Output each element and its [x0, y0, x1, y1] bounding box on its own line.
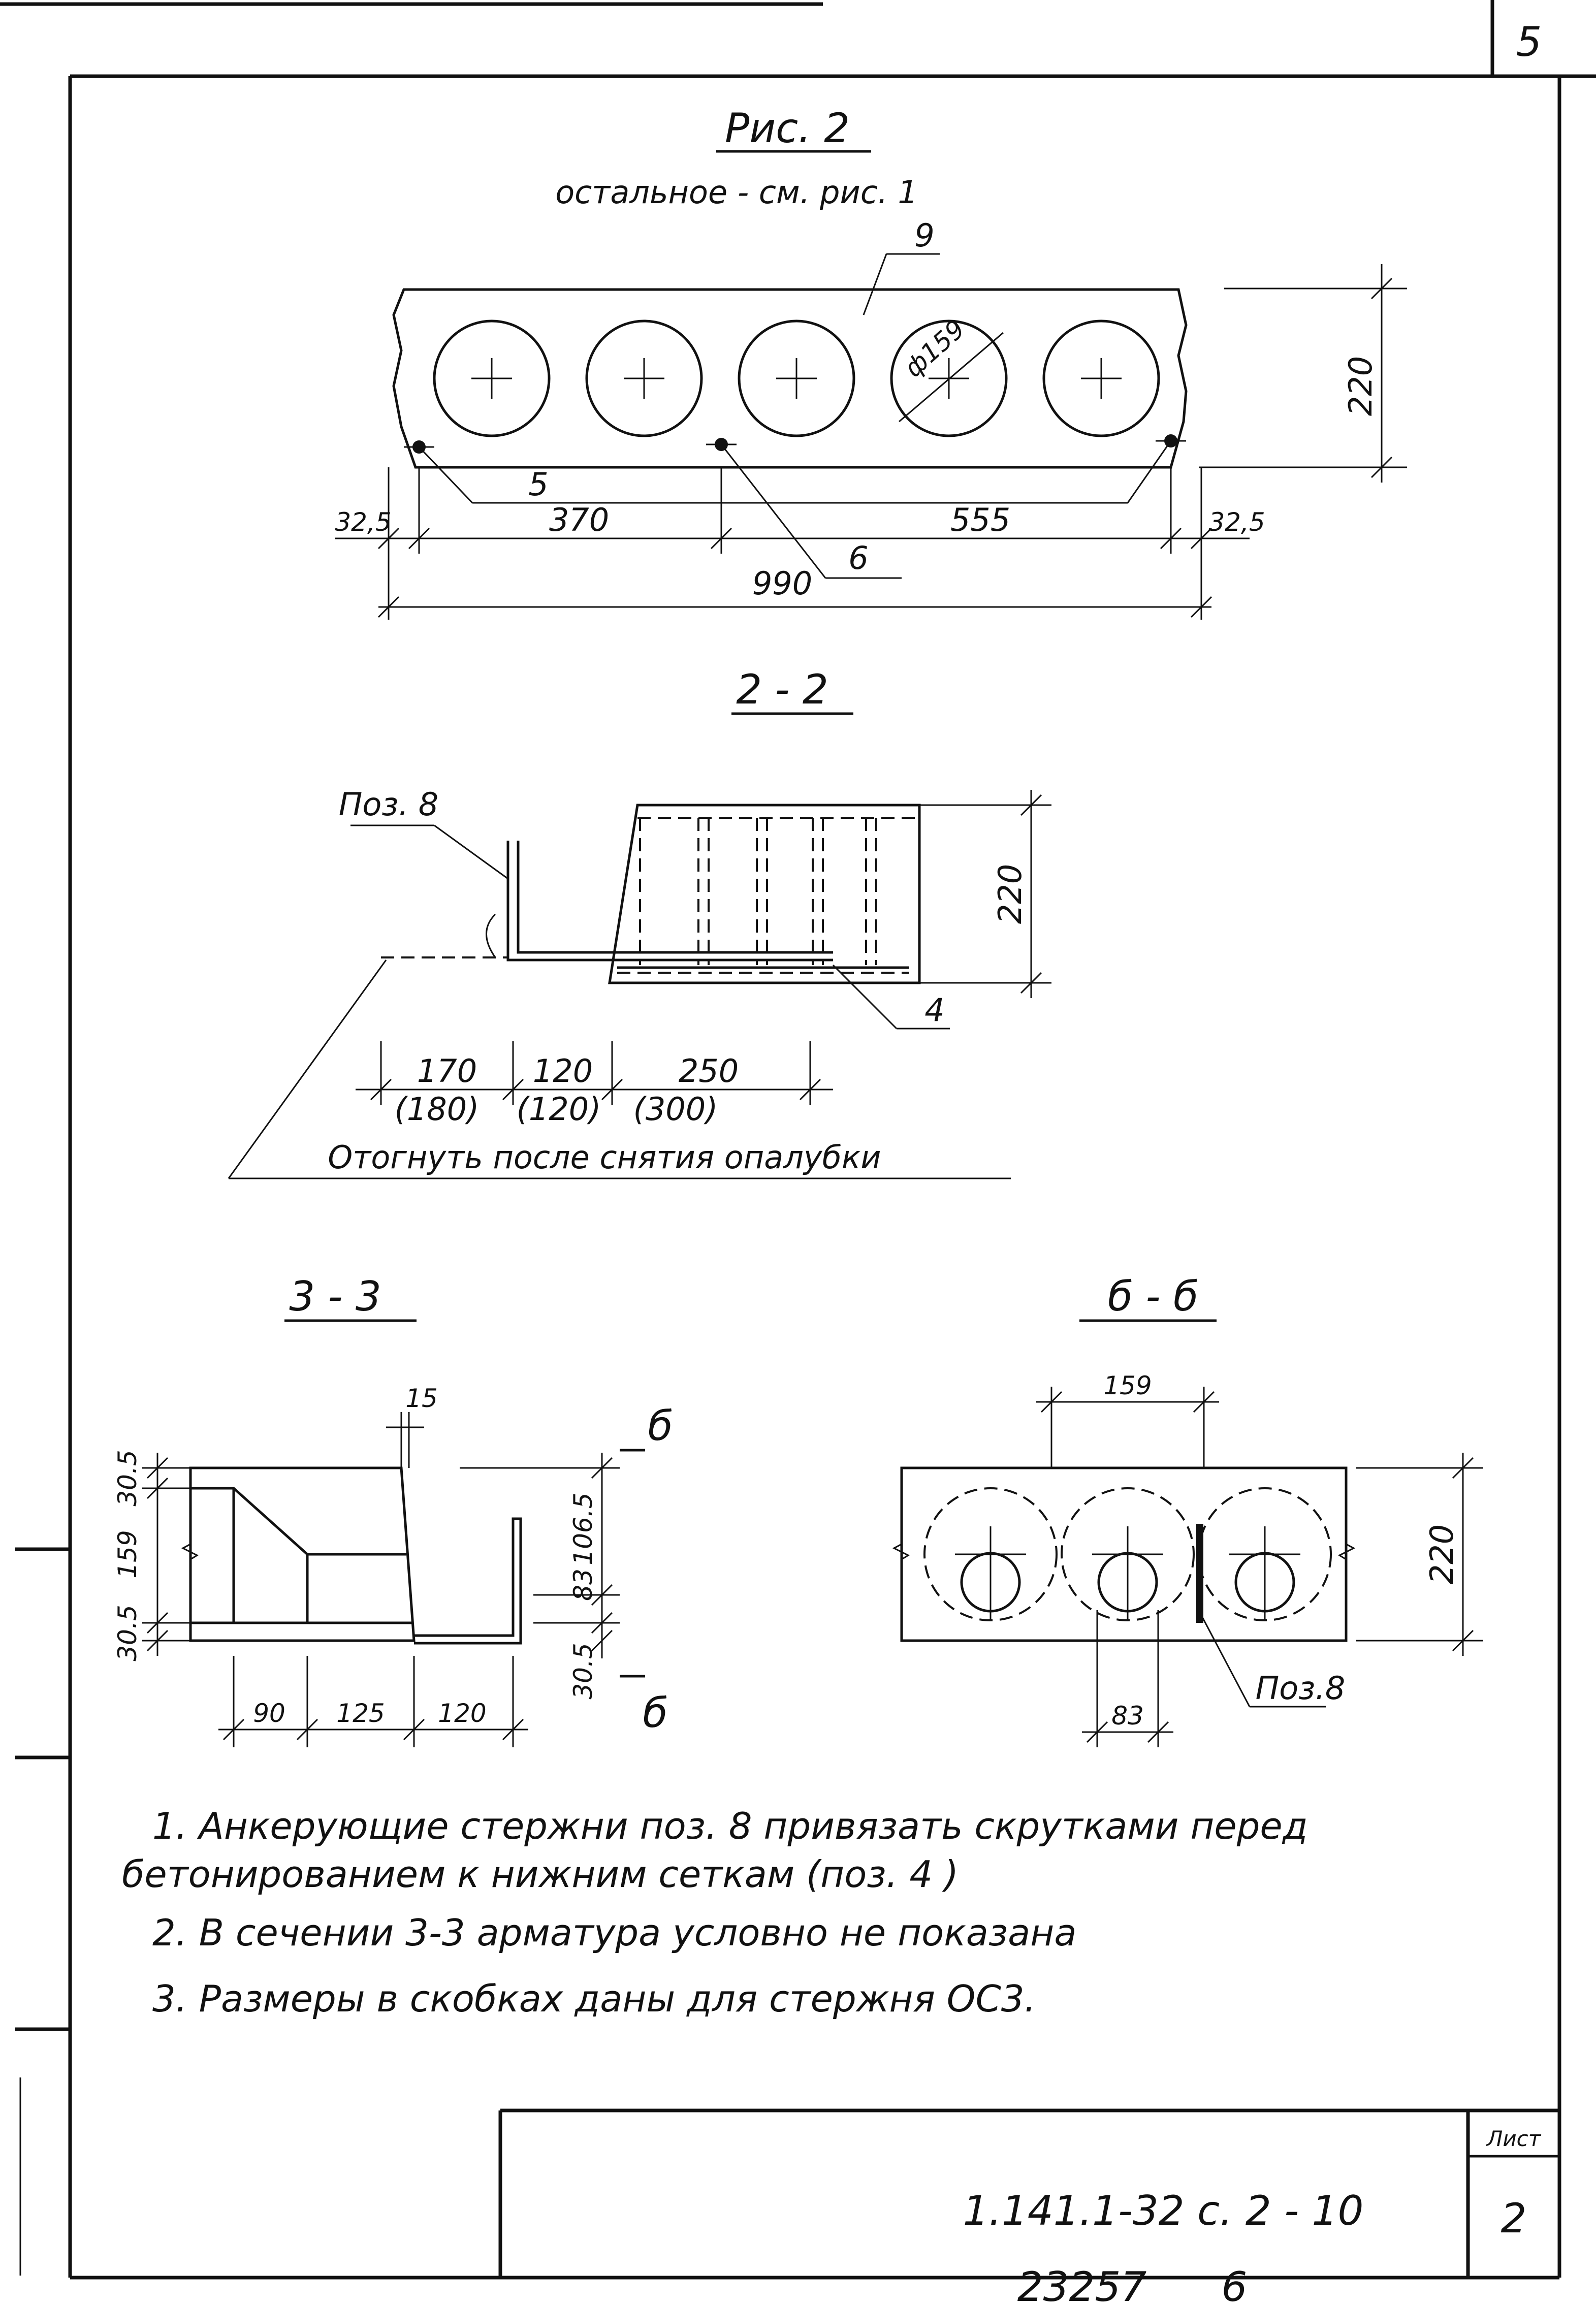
sec22-height-dim: 220: [992, 864, 1029, 924]
note-1-line-2: бетонированием к нижним сеткам (поз. 4 ): [122, 1853, 959, 1896]
pos8-label: Поз. 8: [339, 786, 438, 823]
dim-left-159: 159: [113, 1530, 142, 1578]
drawing-code: 1.141.1-32 с. 2 - 10: [963, 2187, 1364, 2234]
title-block: [498, 2108, 1559, 2278]
archive-number: 23257: [1017, 2263, 1147, 2304]
dim-left-30-5-top: 30.5: [113, 1450, 142, 1506]
archive-sub-number: 6: [1222, 2263, 1248, 2304]
dim-83: 83: [568, 1569, 598, 1601]
pos-6-label: 6: [848, 539, 868, 577]
notes-block: 1. Анкерующие стержни поз. 8 привязать с…: [122, 1805, 1308, 2020]
hollow-slab-section: [335, 253, 1407, 620]
section-2-2-drawing: [228, 790, 1051, 1179]
dim-120: 120: [533, 1052, 593, 1090]
dim-span-b: 555: [950, 501, 1010, 538]
sec22-title: 2 - 2: [736, 666, 828, 713]
pos-4-label: 4: [924, 991, 944, 1029]
dim-180-alt: (180): [395, 1091, 480, 1128]
bend-note: Отогнуть после снятия опалубки: [328, 1139, 881, 1176]
section-3-3-drawing: [142, 1412, 645, 1747]
dim-15: 15: [405, 1384, 438, 1413]
pos-9-label: 9: [914, 217, 934, 254]
dim-83-bb: 83: [1111, 1701, 1144, 1731]
cut-mark-top: б: [648, 1402, 673, 1450]
note-2: 2. В сечении 3-3 арматура условно не пок…: [152, 1911, 1076, 1954]
dim-total: 990: [752, 565, 812, 602]
fig2-height-dim: 220: [1342, 356, 1379, 416]
dim-right-30-5: 30.5: [568, 1643, 598, 1699]
dim-left-30-5-bottom: 30.5: [113, 1605, 142, 1661]
dim-120-alt: (120): [517, 1091, 601, 1128]
secBB-height-dim: 220: [1423, 1524, 1460, 1584]
fig2-title: Рис. 2: [725, 105, 850, 152]
dim-left-edge: 32,5: [335, 507, 391, 537]
dim-span-a: 370: [549, 501, 609, 538]
sheet-label: Лист: [1486, 2126, 1542, 2151]
dim-250: 250: [679, 1052, 739, 1090]
section-b-b-drawing: [892, 1387, 1483, 1747]
sheet-number: 2: [1501, 2195, 1527, 2242]
dim-90: 90: [253, 1699, 285, 1728]
fig2-subtitle: остальное - см. рис. 1: [555, 174, 918, 211]
dim-106-5: 106.5: [568, 1492, 598, 1565]
secBB-title: б - б: [1108, 1273, 1198, 1320]
diameter-label: ф159: [899, 314, 971, 383]
dim-159-bb: 159: [1103, 1371, 1152, 1400]
dim-170: 170: [417, 1052, 477, 1090]
dim-right-edge: 32,5: [1208, 507, 1265, 537]
corner-number: 5: [1516, 18, 1542, 66]
dim-125: 125: [336, 1699, 385, 1728]
dim-300-alt: (300): [633, 1091, 718, 1128]
pos-5-label: 5: [528, 466, 548, 503]
cut-mark-bottom: б: [643, 1689, 667, 1737]
note-1-line-1: 1. Анкерующие стержни поз. 8 привязать с…: [152, 1805, 1308, 1847]
sec33-title: 3 - 3: [289, 1273, 381, 1320]
note-3: 3. Размеры в скобках даны для стержня ОС…: [152, 1977, 1036, 2020]
dim-120-33: 120: [438, 1699, 486, 1728]
pos8-label-bb: Поз.8: [1256, 1670, 1346, 1707]
